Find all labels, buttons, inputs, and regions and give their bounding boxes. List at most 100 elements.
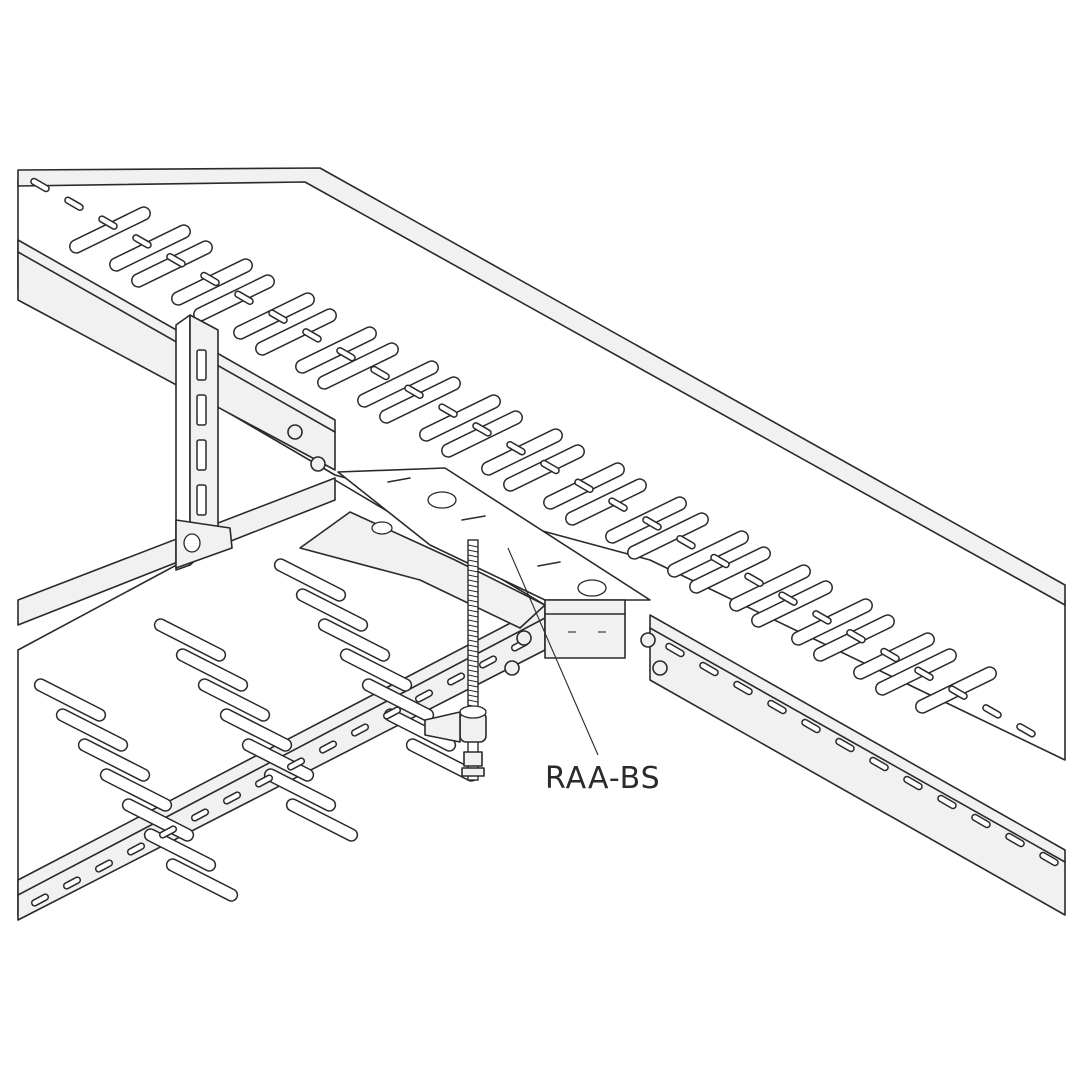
tray-slot	[302, 328, 322, 343]
tray-slot	[55, 708, 129, 752]
tray-slot	[565, 478, 647, 526]
tray-slot	[438, 403, 458, 418]
tray-slot	[791, 598, 873, 646]
tray-slot	[255, 308, 337, 356]
tray-slot	[175, 648, 249, 692]
tray-slot	[472, 422, 492, 437]
part-callout: RAA-BS	[507, 547, 661, 796]
tray-slot	[778, 591, 798, 606]
tray-slot	[357, 360, 439, 408]
tray-slot	[318, 740, 338, 754]
tray-slot	[99, 768, 173, 812]
bolt-set	[287, 424, 668, 676]
tee-junction-plate	[299, 467, 651, 659]
tray-slot	[158, 825, 178, 839]
tray-slot	[222, 791, 242, 805]
tray-slot	[197, 678, 271, 722]
tray-slot	[642, 516, 662, 531]
tray-slot	[165, 858, 239, 902]
tray-slot	[143, 828, 217, 872]
tray-slot	[478, 655, 498, 669]
tray-slot	[126, 842, 146, 856]
tray-wall-perforations	[30, 177, 1059, 867]
tray-slot	[903, 775, 923, 791]
tray-slot	[219, 708, 293, 752]
tray-slot	[937, 794, 957, 810]
bolt-icon	[287, 424, 303, 440]
branch-tray-floor-slots	[33, 558, 479, 902]
tray-slot	[414, 689, 434, 703]
tray-slot	[268, 309, 288, 324]
bolt-icon	[652, 660, 668, 676]
bolt-icon	[516, 630, 532, 646]
support-bracket	[175, 314, 233, 571]
tray-slot	[295, 326, 377, 374]
tray-slot	[846, 628, 866, 644]
tray-slot	[948, 685, 968, 700]
tray-slot	[801, 718, 821, 734]
tray-slot	[676, 534, 696, 550]
callout-label: RAA-BS	[545, 761, 661, 796]
bolt-icon	[310, 456, 326, 472]
tray-slot	[667, 530, 749, 578]
tray-slot	[880, 647, 900, 663]
tray-slot	[608, 497, 628, 512]
tray-slot	[336, 346, 356, 362]
tray-slot	[190, 808, 210, 822]
tray-slot	[317, 618, 391, 662]
tray-slot	[30, 177, 50, 193]
tray-floor-slots	[69, 206, 997, 714]
tray-slot	[627, 512, 709, 560]
tray-slot	[33, 678, 107, 722]
tray-slot	[812, 610, 832, 625]
tray-slot	[94, 859, 114, 873]
tray-slot	[767, 699, 787, 715]
tray-slot	[241, 738, 315, 782]
tray-slot	[254, 774, 274, 788]
tray-slot	[77, 738, 151, 782]
tray-slot	[153, 618, 227, 662]
tray-slot	[971, 813, 991, 829]
tray-slot	[339, 648, 413, 692]
tray-slot	[1016, 722, 1036, 738]
tray-slot	[285, 798, 359, 842]
tray-slot	[665, 642, 685, 658]
tray-slot	[98, 215, 118, 230]
tray-slot	[540, 459, 560, 475]
tray-slot	[914, 666, 934, 682]
tray-slot	[506, 440, 526, 456]
tray-slot	[234, 290, 254, 306]
tray-slot	[286, 757, 306, 771]
tray-slot	[733, 680, 753, 696]
tray-slot	[382, 706, 402, 720]
tray-slot	[446, 672, 466, 686]
tray-slot	[30, 893, 50, 907]
tray-slot	[64, 196, 84, 212]
tray-slot	[835, 737, 855, 753]
tray-slot	[200, 271, 220, 287]
tray-slot	[273, 558, 347, 602]
threaded-rod	[424, 539, 487, 781]
tray-slot	[574, 478, 594, 494]
tray-slot	[729, 564, 811, 612]
tray-slot	[982, 704, 1002, 719]
tray-slot	[350, 723, 370, 737]
tray-slot	[404, 384, 424, 400]
tray-slot	[699, 661, 719, 677]
tray-slot	[1005, 832, 1025, 848]
bolt-icon	[504, 660, 520, 676]
branch-tray-wall-perforations	[30, 638, 530, 907]
tray-slot	[166, 252, 186, 268]
bolt-icon	[640, 632, 656, 648]
tray-slot	[62, 876, 82, 890]
tray-slot	[1039, 851, 1059, 867]
tray-slot	[744, 572, 764, 588]
tray-slot	[370, 365, 390, 381]
tray-slot	[869, 756, 889, 772]
tray-slot	[295, 588, 369, 632]
tray-slot	[710, 553, 730, 569]
tray-slot	[383, 708, 457, 752]
tray-slot	[132, 234, 152, 249]
tray-slot	[263, 768, 337, 812]
